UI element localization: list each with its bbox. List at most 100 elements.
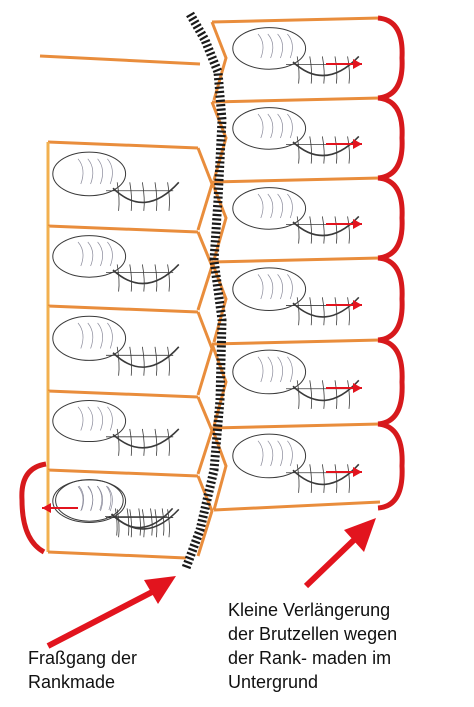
caption-line: der Rank- maden im (228, 646, 397, 670)
larva-sketch (53, 400, 179, 455)
larva-segment (155, 347, 157, 376)
larva-leg (98, 159, 103, 184)
larva-leg (268, 357, 273, 382)
larva-segment (348, 297, 350, 325)
larva-sketch (233, 434, 359, 493)
right-brood-cell (212, 18, 402, 100)
larva-segment (130, 264, 132, 291)
larva-segment (168, 264, 170, 291)
caption-feeding-gallery: Fraßgang der Rankmade (28, 646, 137, 694)
larva-segment (168, 347, 170, 376)
cell-wall-right (198, 397, 212, 474)
larva-leg (106, 486, 111, 510)
larva-leg (98, 323, 103, 349)
larva-sketch (233, 350, 359, 409)
larva-segment (142, 182, 144, 211)
cell-extension-red (378, 18, 402, 98)
larva-leg (88, 159, 93, 184)
cell-extension-red (378, 424, 402, 508)
cell-wall-right (198, 232, 212, 310)
larva-segment (310, 56, 312, 83)
cell-wall-bottom (214, 502, 380, 510)
cell-wall-top (48, 226, 198, 232)
cell-wall-top (40, 56, 200, 64)
caption-line: Kleine Verlängerung (228, 598, 397, 622)
larva-segment (130, 182, 132, 211)
larva-segment (310, 216, 312, 243)
larva-leg (278, 114, 283, 138)
cell-extension-red (378, 258, 402, 340)
larva-segment (130, 347, 132, 376)
cell-wall-top (212, 98, 380, 102)
larva-leg (287, 114, 292, 138)
larva-leg (88, 486, 93, 510)
larva-sketch (53, 236, 179, 292)
caption-line: der Brutzellen wegen (228, 622, 397, 646)
larva-leg (107, 159, 112, 184)
larva-segment (322, 136, 324, 163)
cell-extension-red (378, 340, 402, 424)
larva-segment (151, 508, 153, 535)
larva-leg (98, 242, 103, 266)
larva-segment (168, 182, 170, 211)
right-brood-cell (212, 340, 402, 426)
larva-segment (335, 136, 337, 163)
larva-leg (107, 407, 112, 431)
larva-leg (268, 194, 273, 218)
larva-sketch (233, 268, 359, 325)
right-brood-cell (212, 98, 402, 180)
caption-line: Untergrund (228, 670, 397, 694)
larva-segment (127, 508, 129, 535)
cell-wall-top (48, 391, 198, 397)
caption-line: Fraßgang der (28, 646, 137, 670)
cell-wall-bottom (48, 552, 186, 558)
larva-leg (258, 274, 263, 299)
larva-segment (155, 429, 157, 456)
direction-arrow-head (353, 467, 362, 477)
larva-leg (258, 357, 263, 382)
larva-segment (155, 182, 157, 211)
larva-segment (348, 56, 350, 83)
larva-leg (278, 441, 283, 466)
larva-segment (142, 347, 144, 376)
larva-leg (258, 114, 263, 138)
direction-arrow-head (353, 300, 362, 310)
cell-extension-red (378, 178, 402, 258)
larva-leg (88, 323, 93, 349)
larva-segment (335, 464, 337, 493)
caption-cell-extension: Kleine Verlängerung der Brutzellen wegen… (228, 598, 397, 694)
larva-leg (278, 194, 283, 218)
larva-leg (287, 441, 292, 466)
larva-segment (322, 56, 324, 83)
cell-wall-right (198, 312, 212, 395)
pointer-arrow-shaft (306, 538, 356, 586)
larva-leg (107, 323, 112, 349)
larva-segment (142, 264, 144, 291)
larva-segment (155, 264, 157, 291)
cell-extension-red (378, 98, 402, 178)
larva-leg (78, 323, 83, 349)
pointer-arrow-shaft (48, 590, 156, 646)
cell-wall-top (48, 306, 198, 312)
direction-arrow-head (353, 383, 362, 393)
right-brood-cell (212, 258, 402, 342)
direction-arrow-head (353, 219, 362, 229)
left-brood-cell (48, 142, 212, 230)
cell-wall-top (212, 18, 380, 22)
direction-arrow-head (353, 139, 362, 149)
larva-sketch (233, 28, 359, 84)
larva-segment (348, 136, 350, 163)
cell-wall-top (212, 258, 380, 262)
larva-segment (348, 216, 350, 243)
larva-leg (88, 242, 93, 266)
caption-line: Rankmade (28, 670, 137, 694)
larva-sketch (233, 188, 359, 244)
direction-arrow-head (353, 59, 362, 69)
cell-wall-top (212, 340, 380, 344)
larva-leg (258, 194, 263, 218)
larva-sketch (233, 108, 359, 164)
larva-leg (88, 486, 93, 511)
larva-leg (287, 357, 292, 382)
left-brood-cell (48, 226, 212, 310)
larva-leg (107, 242, 112, 266)
